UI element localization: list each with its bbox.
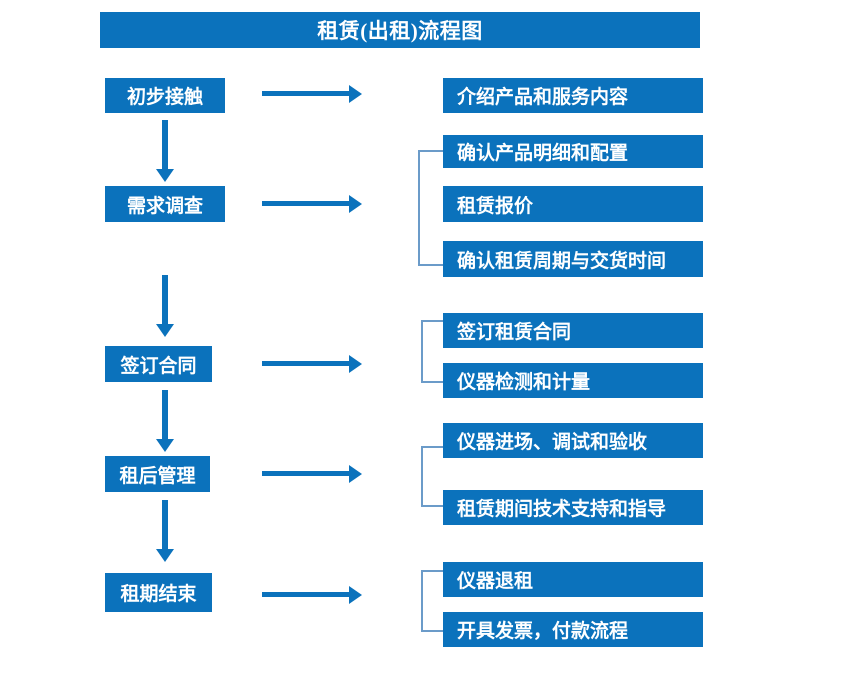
detail-box-8[interactable]: 租赁期间技术支持和指导 (443, 490, 703, 525)
arrow-shaft (262, 592, 350, 597)
bracket-stage-3 (421, 320, 443, 383)
arrow-shaft (162, 500, 168, 550)
detail-label-8: 租赁期间技术支持和指导 (457, 499, 667, 520)
detail-label-10: 开具发票，付款流程 (457, 621, 629, 642)
detail-box-5[interactable]: 签订租赁合同 (443, 313, 703, 348)
detail-box-10[interactable]: 开具发票，付款流程 (443, 612, 703, 647)
detail-label-1: 介绍产品和服务内容 (457, 87, 629, 108)
detail-label-7: 仪器进场、调试和验收 (457, 432, 648, 453)
arrow-shaft (262, 361, 350, 366)
arrow-down-2-to-3 (156, 275, 174, 337)
bracket-stage-2 (418, 150, 443, 266)
stage-label-3: 签订合同 (120, 355, 197, 377)
arrow-head (156, 324, 174, 337)
detail-label-2: 确认产品明细和配置 (457, 143, 629, 164)
arrow-right-stage-3 (262, 355, 362, 373)
arrow-head (156, 549, 174, 562)
arrow-shaft (162, 390, 168, 440)
detail-label-5: 签订租赁合同 (457, 322, 572, 343)
arrow-right-stage-5 (262, 586, 362, 604)
chart-title-banner: 租赁(出租)流程图 (100, 12, 700, 48)
stage-label-2: 需求调查 (126, 195, 203, 217)
arrow-right-stage-2 (262, 195, 362, 213)
arrow-down-4-to-5 (156, 500, 174, 562)
stage-box-3[interactable]: 签订合同 (105, 346, 212, 382)
chart-title-text: 租赁(出租)流程图 (317, 19, 483, 43)
arrow-head (349, 465, 362, 483)
arrow-shaft (162, 120, 168, 170)
arrow-head (156, 169, 174, 182)
detail-label-6: 仪器检测和计量 (457, 372, 591, 393)
detail-box-4[interactable]: 确认租赁周期与交货时间 (443, 241, 703, 277)
stage-box-2[interactable]: 需求调查 (105, 186, 225, 222)
detail-label-9: 仪器退租 (457, 571, 534, 592)
stage-label-1: 初步接触 (126, 87, 203, 108)
stage-label-5: 租期结束 (120, 584, 197, 605)
arrow-shaft (162, 275, 168, 325)
detail-label-4: 确认租赁周期与交货时间 (457, 250, 667, 272)
detail-box-6[interactable]: 仪器检测和计量 (443, 363, 703, 398)
arrow-head (349, 586, 362, 604)
arrow-right-stage-1 (262, 85, 362, 103)
arrow-head (349, 195, 362, 213)
detail-label-3: 租赁报价 (457, 195, 534, 217)
arrow-right-stage-4 (262, 465, 362, 483)
stage-box-1[interactable]: 初步接触 (105, 78, 225, 113)
arrow-head (156, 439, 174, 452)
detail-box-1[interactable]: 介绍产品和服务内容 (443, 78, 703, 113)
arrow-head (349, 355, 362, 373)
arrow-shaft (262, 201, 350, 206)
detail-box-7[interactable]: 仪器进场、调试和验收 (443, 423, 703, 458)
arrow-down-3-to-4 (156, 390, 174, 452)
stage-box-4[interactable]: 租后管理 (105, 456, 210, 492)
detail-box-3[interactable]: 租赁报价 (443, 186, 703, 222)
bracket-stage-4 (421, 446, 443, 507)
detail-box-2[interactable]: 确认产品明细和配置 (443, 135, 703, 168)
stage-box-5[interactable]: 租期结束 (105, 573, 212, 612)
stage-label-4: 租后管理 (119, 465, 196, 487)
bracket-stage-5 (421, 570, 443, 632)
arrow-down-1-to-2 (156, 120, 174, 182)
arrow-head (349, 85, 362, 103)
detail-box-9[interactable]: 仪器退租 (443, 562, 703, 597)
arrow-shaft (262, 91, 350, 96)
arrow-shaft (262, 471, 350, 476)
